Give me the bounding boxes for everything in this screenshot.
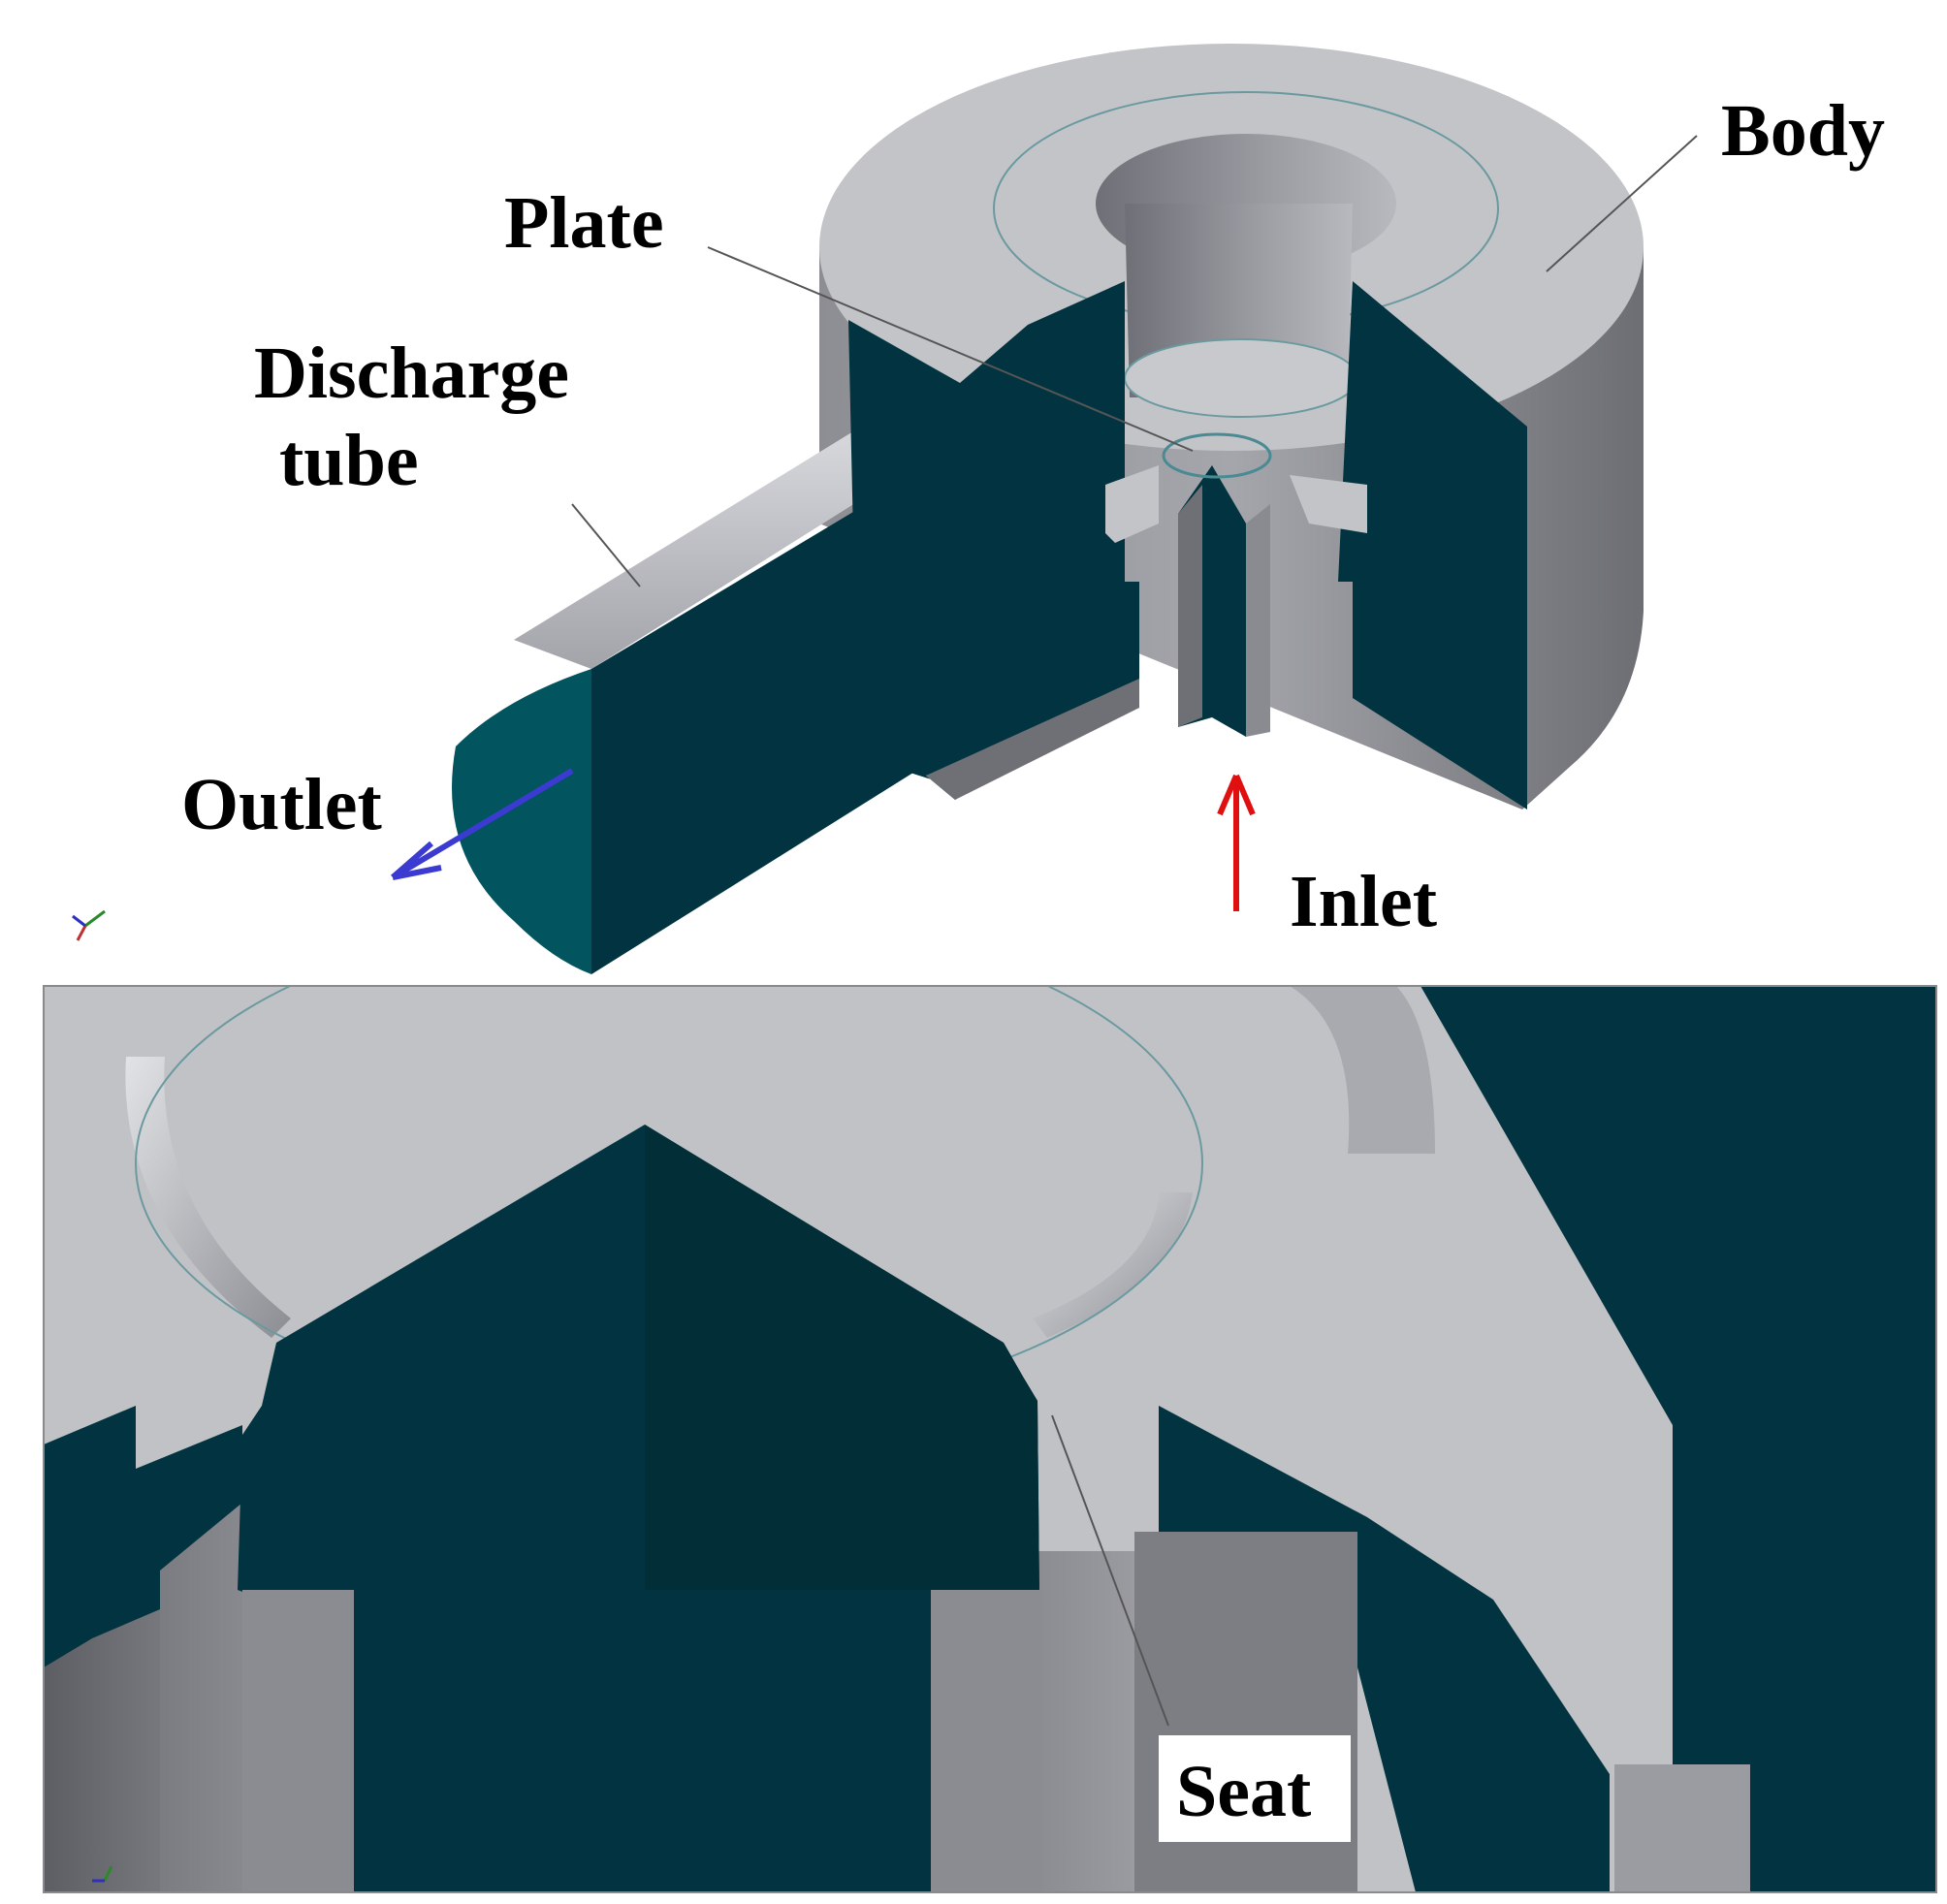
discharge-tube-surface: [514, 431, 931, 669]
left-cut-face: [44, 1406, 242, 1667]
bore-ledge: [1124, 338, 1358, 418]
upper-bore-arc: [1290, 986, 1435, 1154]
detail-frame: [43, 985, 1937, 1893]
plate-holder-left: [1105, 465, 1159, 543]
detail-zoom-view: Seat: [44, 986, 1936, 1892]
body-leader-line: [1546, 135, 1698, 272]
detail-body-cut-face: [1159, 986, 1936, 1892]
body-cut-face-right: [1338, 281, 1527, 809]
body-label: Body: [1721, 90, 1885, 172]
central-pipe-stem: [354, 1590, 931, 1892]
seat-label: Seat: [1176, 1751, 1311, 1832]
detail-orientation-triad-icon: [92, 1865, 113, 1883]
outlet-label: Outlet: [181, 764, 382, 845]
seat-label-box: [1159, 1735, 1351, 1842]
top-cutaway-view: Body Plate Discharge tube Outlet Inlet: [72, 44, 1885, 974]
inlet-pipe-wall-right: [1246, 504, 1270, 737]
seat-ring-ridge-right: [1033, 1192, 1193, 1338]
inlet-pipe-wall: [1178, 485, 1202, 727]
discharge-tube-leader-line: [571, 503, 641, 587]
tube-step: [926, 679, 1139, 800]
plate-holder-right: [1290, 475, 1367, 533]
discharge-tube-end: [452, 669, 591, 974]
inlet-label: Inlet: [1290, 861, 1437, 942]
plate-disc: [1162, 432, 1272, 479]
inlet-arrow: [1217, 774, 1256, 911]
outlet-arrow: [391, 768, 574, 880]
discharge-tube-cut-face: [591, 451, 955, 974]
plate-leader-line: [707, 246, 1194, 452]
discharge-tube-label-line2: tube: [279, 420, 419, 501]
orientation-triad-icon: [72, 909, 106, 941]
seat-ring-ridge: [125, 1057, 291, 1338]
plate-label: Plate: [504, 182, 664, 264]
central-pipe-bottom-right: [931, 1590, 1042, 1892]
central-pipe-bottom-left: [242, 1590, 354, 1892]
seat-leader-line: [1051, 1414, 1169, 1727]
discharge-tube-label-line1: Discharge: [254, 333, 569, 414]
far-right-wall: [1614, 1764, 1750, 1892]
